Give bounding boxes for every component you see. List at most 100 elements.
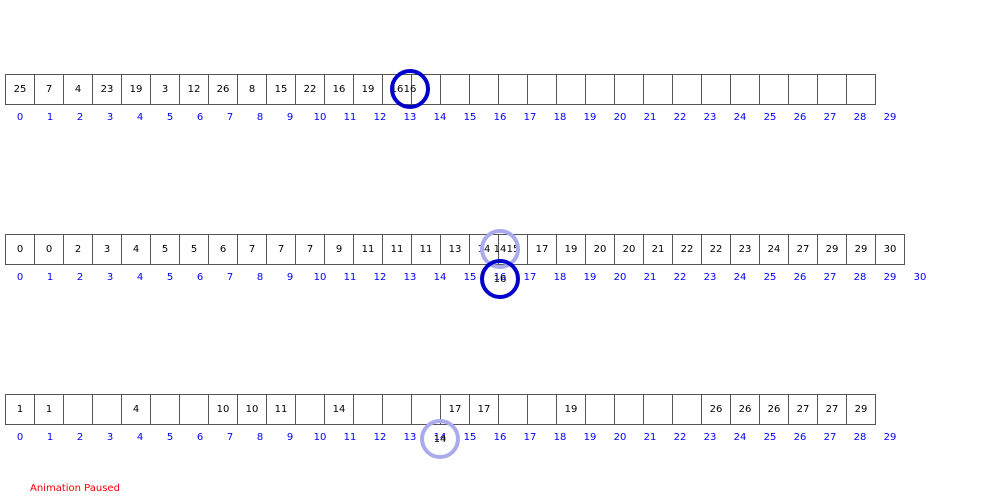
output-array-index-label: 22 xyxy=(673,432,687,443)
input-array-cell xyxy=(730,74,760,105)
input-array-index-label: 16 xyxy=(493,112,507,123)
input-array-index-label: 17 xyxy=(523,112,537,123)
output-array-index-label: 11 xyxy=(343,432,357,443)
count-array-index-label: 3 xyxy=(106,272,114,283)
count-array-cell: 3 xyxy=(92,234,122,265)
count-array-cell: 7 xyxy=(295,234,325,265)
input-array-index-label: 8 xyxy=(256,112,264,123)
count-array-cell: 24 xyxy=(759,234,789,265)
count-array-cell: 4 xyxy=(121,234,151,265)
count-array-index-label: 2 xyxy=(76,272,84,283)
count-array-index-label: 0 xyxy=(16,272,24,283)
count-array-index-label: 30 xyxy=(913,272,927,283)
output-array-index-label: 23 xyxy=(703,432,717,443)
count-array-index-label: 11 xyxy=(343,272,357,283)
output-array-cell xyxy=(382,394,412,425)
count-array-cell: 23 xyxy=(730,234,760,265)
output-array-cell xyxy=(672,394,702,425)
output-array-index-label: 17 xyxy=(523,432,537,443)
count-array-cell: 9 xyxy=(324,234,354,265)
output-array-index-label: 16 xyxy=(493,432,507,443)
input-array-cell xyxy=(585,74,615,105)
input-array-cell xyxy=(759,74,789,105)
output-array-index-label: 5 xyxy=(166,432,174,443)
input-array-cell xyxy=(643,74,673,105)
count-array-index-label: 21 xyxy=(643,272,657,283)
count-array-index-label: 14 xyxy=(433,272,447,283)
count-array-cell: 5 xyxy=(179,234,209,265)
count-array-index-label: 19 xyxy=(583,272,597,283)
input-array-cell xyxy=(498,74,528,105)
output-array-index-label: 0 xyxy=(16,432,24,443)
count-array-cell: 11 xyxy=(353,234,383,265)
input-array-index-label: 24 xyxy=(733,112,747,123)
output-array-cell: 14 xyxy=(324,394,354,425)
count-array-cell: 11 xyxy=(382,234,412,265)
output-array-cell: 4 xyxy=(121,394,151,425)
count-array-index-label: 13 xyxy=(403,272,417,283)
animation-status: Animation Paused xyxy=(30,483,120,494)
input-array-cell: 8 xyxy=(237,74,267,105)
output-array-cell xyxy=(527,394,557,425)
output-array-cell: 27 xyxy=(788,394,818,425)
input-array-index-label: 3 xyxy=(106,112,114,123)
output-array-cell: 19 xyxy=(556,394,586,425)
output-array-cell xyxy=(179,394,209,425)
input-array-cell xyxy=(701,74,731,105)
input-array-index-label: 19 xyxy=(583,112,597,123)
input-array-cell: 4 xyxy=(63,74,93,105)
input-array-index-label: 29 xyxy=(883,112,897,123)
input-array-index-label: 22 xyxy=(673,112,687,123)
count-array-index-label: 4 xyxy=(136,272,144,283)
output-array-index-label: 13 xyxy=(403,432,417,443)
output-array-cell xyxy=(295,394,325,425)
count-array-cell: 17 xyxy=(527,234,557,265)
output-array-cell: 26 xyxy=(759,394,789,425)
input-array-index-label: 23 xyxy=(703,112,717,123)
output-array-index-label: 26 xyxy=(793,432,807,443)
output-array-cell xyxy=(614,394,644,425)
output-array-cell: 1 xyxy=(34,394,64,425)
input-array-cell xyxy=(817,74,847,105)
output-array-index-label: 18 xyxy=(553,432,567,443)
input-array-cell xyxy=(527,74,557,105)
output-target-marker: 14 xyxy=(420,419,460,459)
output-array-cell: 29 xyxy=(846,394,876,425)
count-array-cell: 22 xyxy=(672,234,702,265)
count-array-cell: 7 xyxy=(266,234,296,265)
count-array-index-label: 10 xyxy=(313,272,327,283)
output-array-cell xyxy=(643,394,673,425)
input-array-index-label: 27 xyxy=(823,112,837,123)
input-array-cell: 19 xyxy=(121,74,151,105)
count-array-index-label: 26 xyxy=(793,272,807,283)
input-array-index-label: 25 xyxy=(763,112,777,123)
input-array-index-label: 11 xyxy=(343,112,357,123)
count-array-cell: 11 xyxy=(411,234,441,265)
count-array-index-label: 17 xyxy=(523,272,537,283)
count-array-index-label: 12 xyxy=(373,272,387,283)
input-array-cell: 23 xyxy=(92,74,122,105)
output-array-index-label: 21 xyxy=(643,432,657,443)
count-array-cell: 30 xyxy=(875,234,905,265)
input-array-cell xyxy=(556,74,586,105)
output-array-cell: 1 xyxy=(5,394,35,425)
count-array-index-label: 6 xyxy=(196,272,204,283)
input-array-cell: 19 xyxy=(353,74,383,105)
output-array-cell: 17 xyxy=(469,394,499,425)
count-array-cell: 5 xyxy=(150,234,180,265)
input-array-cell xyxy=(614,74,644,105)
count-array-cell: 29 xyxy=(846,234,876,265)
input-array-index-label: 13 xyxy=(403,112,417,123)
input-array-cell: 25 xyxy=(5,74,35,105)
count-array-index-label: 8 xyxy=(256,272,264,283)
count-array-index-label: 28 xyxy=(853,272,867,283)
input-array-cell: 3 xyxy=(150,74,180,105)
input-array-index-label: 18 xyxy=(553,112,567,123)
output-array-index-label: 25 xyxy=(763,432,777,443)
output-array-index-label: 7 xyxy=(226,432,234,443)
output-array-index-label: 9 xyxy=(286,432,294,443)
